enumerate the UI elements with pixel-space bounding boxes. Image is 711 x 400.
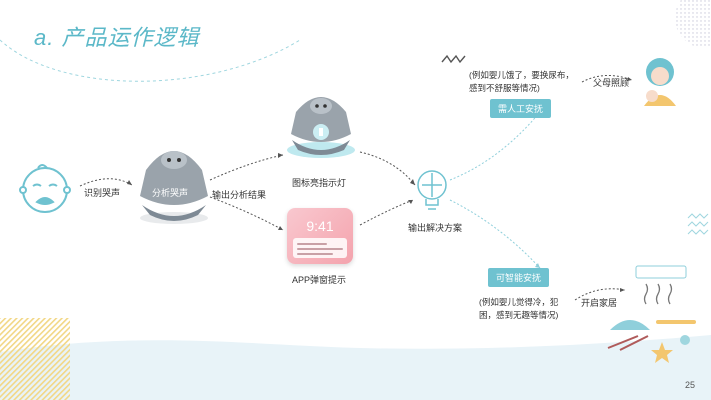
arrow-solution-to-smart <box>449 199 541 269</box>
lightbulb-puzzle-icon <box>417 170 447 210</box>
parent-label: 父母照顾 <box>593 78 630 88</box>
arrow-baby-to-device <box>79 178 133 187</box>
app-popup-phone: 9:41 <box>287 208 353 264</box>
arrow-lamp-to-solution <box>359 151 416 186</box>
bottom-wave <box>0 335 711 400</box>
solution-label: 输出解决方案 <box>408 223 463 233</box>
device-main-text: 分析哭声 <box>152 188 189 198</box>
page-number: 25 <box>684 380 695 390</box>
arrow-app-to-solution <box>359 199 414 226</box>
home-label: 开启家居 <box>581 298 618 308</box>
arrow-pill-to-home <box>574 288 626 301</box>
zigzag-icon <box>441 54 466 64</box>
smart-soothe-pill: 可智能安抚 <box>488 268 550 287</box>
manual-soothe-pill: 需人工安抚 <box>490 99 552 118</box>
baby-label: 识别哭声 <box>84 188 121 198</box>
manual-note: (例如婴儿饿了，要换尿布， 感到不舒服等情况) <box>469 70 574 93</box>
smart-home-illustration <box>607 265 696 363</box>
lamp-label: 图标亮指示灯 <box>292 178 347 188</box>
arrow-solution-to-manual <box>449 111 541 181</box>
output-label: 输出分析结果 <box>212 190 267 200</box>
phone-time: 9:41 <box>306 218 334 234</box>
app-label: APP弹窗提示 <box>292 275 347 285</box>
indicator-lamp-device <box>287 97 355 158</box>
arrow-device-to-app <box>209 196 284 231</box>
analyzer-device <box>140 151 208 224</box>
smart-note: (例如婴儿觉得冷，犯 困，感到无趣等情况) <box>479 297 559 320</box>
striped-decoration <box>0 318 70 400</box>
crying-baby-icon <box>19 164 71 213</box>
arrow-pill-to-parent <box>581 75 633 83</box>
slide-title: a. 产品运作逻辑 <box>34 25 200 50</box>
arrow-device-to-lamp <box>209 154 284 181</box>
notification-card <box>293 238 347 258</box>
zigzag-decoration <box>687 213 709 235</box>
parent-holding-baby-icon <box>644 58 676 106</box>
dotted-circle-decoration <box>675 0 711 48</box>
